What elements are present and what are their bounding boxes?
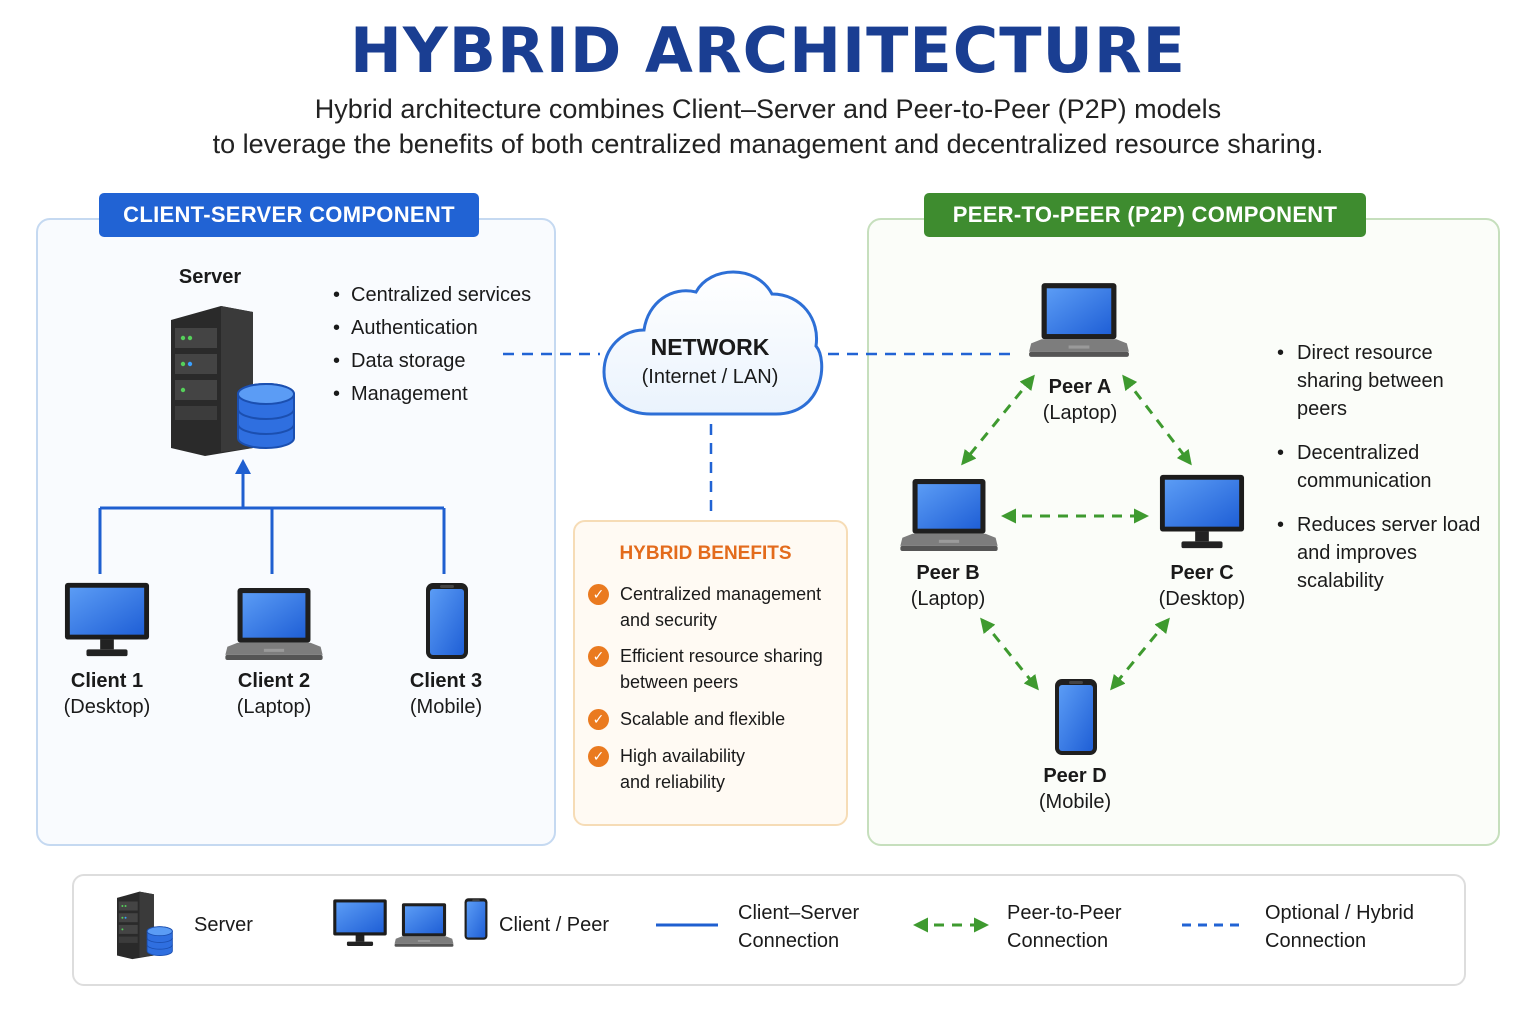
legend-client-peer-label: Client / Peer [499,914,610,936]
subtitle-line-1: Hybrid architecture combines Client–Serv… [314,94,1222,124]
server-bullet: Centralized services [333,279,543,312]
laptop-icon [222,586,326,662]
client-3-label: Client 3(Mobile) [409,670,483,718]
mobile-icon [425,581,469,661]
peer-a-label: Peer A(Laptop) [1042,376,1118,424]
network-subtitle: (Internet / LAN) [641,366,779,388]
server-icon [108,888,180,960]
peer-d-label: Peer D(Mobile) [1038,765,1112,813]
server-label: Server [178,266,242,288]
server-bullet: Management [333,378,543,411]
legend-p2p-arrow [913,917,989,933]
laptop-icon [1027,280,1131,360]
legend-dashed-line [1182,923,1246,927]
benefit-item: ✓ Scalable and flexible [588,706,844,736]
desktop-icon [63,580,151,660]
laptop-icon [392,902,456,948]
p2p-arrows [961,374,1192,691]
network-title: NETWORK [650,334,770,360]
checkmark-icon: ✓ [588,709,609,730]
page-title: HYBRID ARCHITECTURE [350,14,1186,87]
server-bullet: Authentication [333,312,543,345]
server-bullet: Data storage [333,345,543,378]
server-arrowhead [235,459,251,474]
cloud-icon [602,270,824,416]
desktop-icon [1158,472,1246,552]
legend-server-label: Server [194,914,253,936]
checkmark-icon: ✓ [588,584,609,605]
legend [72,874,1466,986]
p2p-badge: PEER-TO-PEER (P2P) COMPONENT [924,193,1366,237]
client-server-tree [98,474,446,574]
hybrid-benefits-title: HYBRID BENEFITS [619,543,792,564]
laptop-icon [897,477,1001,553]
mobile-icon [1054,677,1098,757]
client-2-label: Client 2(Laptop) [236,670,312,718]
checkmark-icon: ✓ [588,746,609,767]
peer-c-label: Peer C(Desktop) [1158,562,1246,610]
subtitle-line-2: to leverage the benefits of both central… [212,129,1324,159]
server-icon [156,298,306,458]
hybrid-benefits-panel [573,520,848,826]
legend-solid-line [656,923,718,927]
mobile-icon [464,896,488,942]
desktop-icon [332,898,388,948]
peer-b-label: Peer B(Laptop) [910,562,986,610]
client-server-badge: CLIENT-SERVER COMPONENT [99,193,479,237]
checkmark-icon: ✓ [588,646,609,667]
server-bullets: Centralized services Authentication Data… [333,279,543,411]
client-1-label: Client 1(Desktop) [63,670,151,718]
